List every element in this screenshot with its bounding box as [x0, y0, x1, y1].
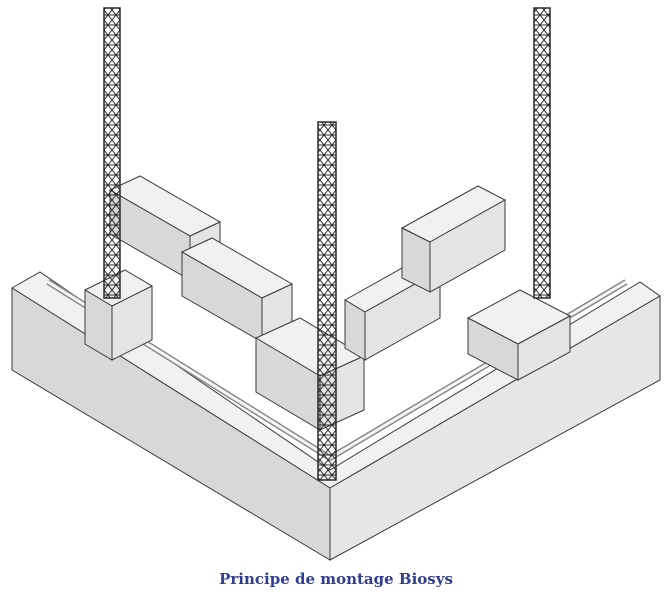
insulating-blocks [83, 175, 572, 431]
rebar-cage-center [317, 121, 337, 481]
rebar-cage-left [103, 7, 121, 299]
rebar-cages [103, 7, 551, 481]
figure-caption: Principe de montage Biosys [219, 570, 453, 588]
rebar-cage-right [533, 7, 551, 299]
